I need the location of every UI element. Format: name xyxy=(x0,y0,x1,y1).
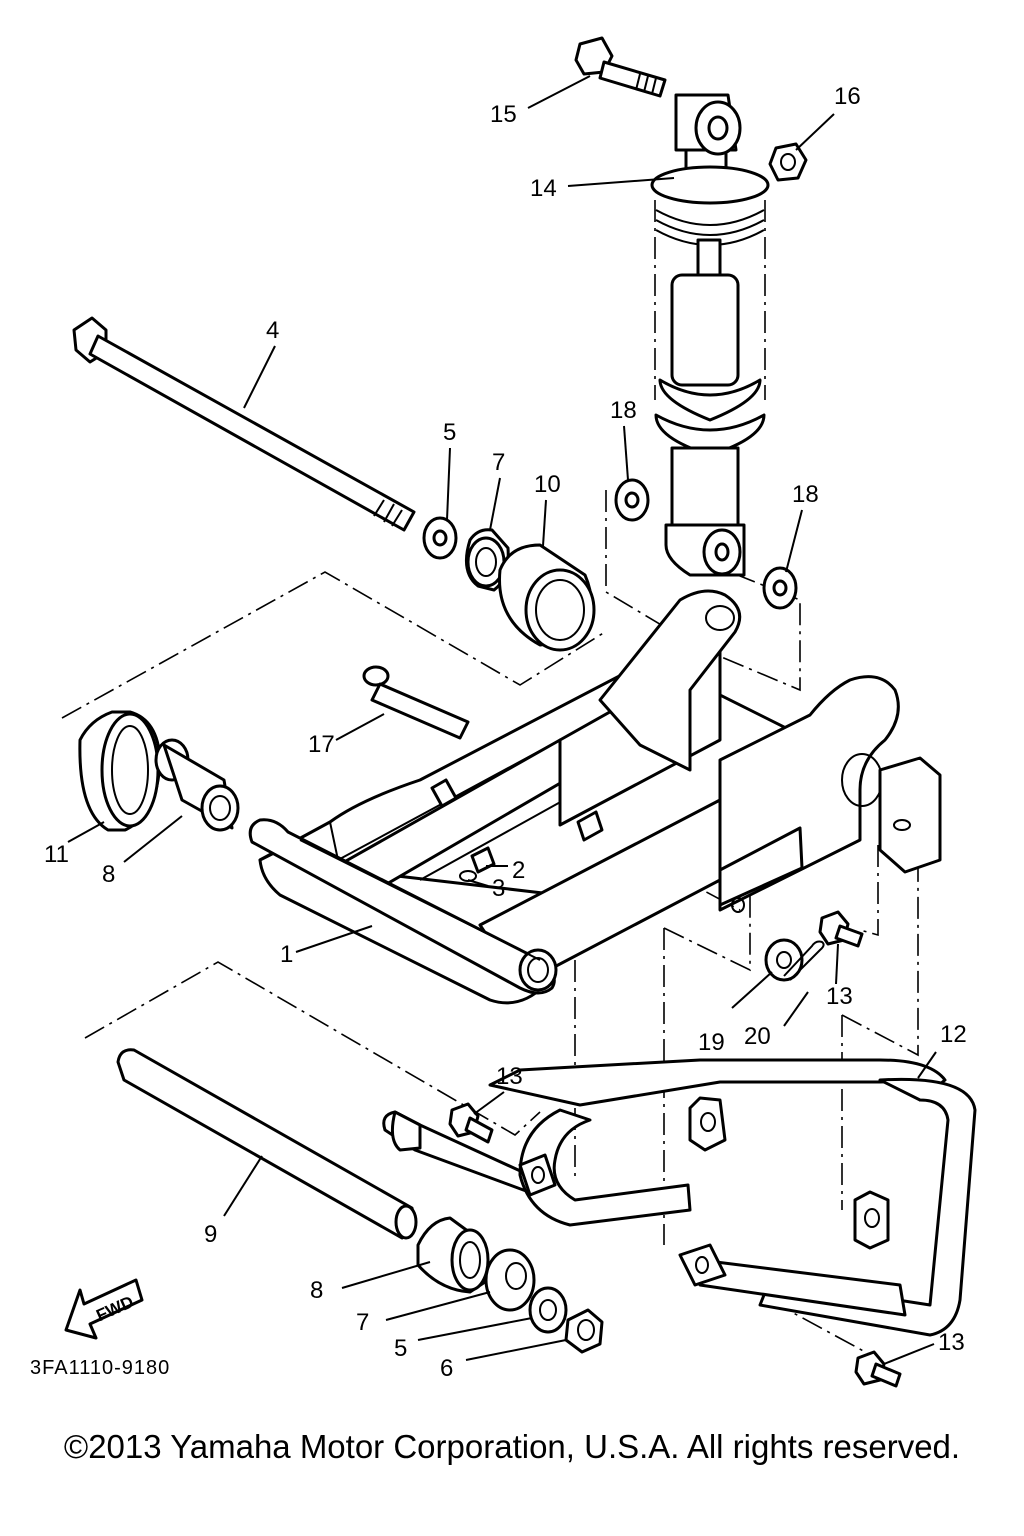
oil-seal-upper xyxy=(464,528,510,592)
washer-upper xyxy=(422,516,458,560)
cotter-pin-20 xyxy=(783,940,825,981)
stopper-bar xyxy=(382,1058,977,1337)
pin-bolt xyxy=(362,665,470,740)
callout-numbers: 15 16 14 4 5 7 10 18 18 17 11 8 2 3 1 19… xyxy=(44,83,967,1382)
shock-upper-nut xyxy=(768,142,808,182)
callout-12: 12 xyxy=(940,1021,967,1048)
callout-10: 10 xyxy=(534,471,561,498)
callout-18-right: 18 xyxy=(792,481,819,508)
callout-17: 17 xyxy=(308,731,335,758)
callout-14: 14 xyxy=(530,175,557,202)
shock-upper-bolt xyxy=(574,36,667,98)
callout-2: 2 xyxy=(512,857,525,884)
callout-1: 1 xyxy=(280,941,293,968)
callout-5-lower: 5 xyxy=(394,1335,407,1362)
callout-8-upper: 8 xyxy=(102,861,115,888)
pivot-shaft xyxy=(72,316,416,532)
callout-15: 15 xyxy=(490,101,517,128)
lower-seal-washer-nut xyxy=(484,1248,604,1354)
tube xyxy=(116,1048,418,1240)
callout-7-lower: 7 xyxy=(356,1309,369,1336)
callout-13-right: 13 xyxy=(826,983,853,1010)
callout-18-left: 18 xyxy=(610,397,637,424)
callout-3: 3 xyxy=(492,875,505,902)
collar-11 xyxy=(78,710,162,832)
parts-diagram: FWD 15 16 14 4 5 7 10 18 18 17 11 8 2 3 … xyxy=(30,36,977,1388)
bolts-13 xyxy=(448,910,902,1388)
callout-5-upper: 5 xyxy=(443,419,456,446)
fwd-arrow-icon: FWD xyxy=(64,1278,144,1340)
copyright-notice: ©2013 Yamaha Motor Corporation, U.S.A. A… xyxy=(63,1428,961,1465)
leader-lines xyxy=(67,75,937,1365)
swing-arm xyxy=(248,589,942,1005)
washer-19 xyxy=(764,938,804,982)
diagram-code: 3FA1110-9180 xyxy=(30,1357,170,1379)
callout-13-lower: 13 xyxy=(938,1329,965,1356)
callout-7-upper: 7 xyxy=(492,449,505,476)
callout-9: 9 xyxy=(204,1221,217,1248)
callout-13-center: 13 xyxy=(496,1063,523,1090)
callout-19: 19 xyxy=(698,1029,725,1056)
shock-washers xyxy=(614,478,798,610)
bushing xyxy=(498,543,596,652)
callout-6: 6 xyxy=(440,1355,453,1382)
callout-16: 16 xyxy=(834,83,861,110)
rear-shock-absorber xyxy=(650,93,770,577)
callout-4: 4 xyxy=(266,317,279,344)
callout-20: 20 xyxy=(744,1023,771,1050)
callout-8-lower: 8 xyxy=(310,1277,323,1304)
collar-8-upper xyxy=(154,738,240,832)
collar-8-lower xyxy=(416,1216,490,1294)
callout-11: 11 xyxy=(44,841,69,868)
